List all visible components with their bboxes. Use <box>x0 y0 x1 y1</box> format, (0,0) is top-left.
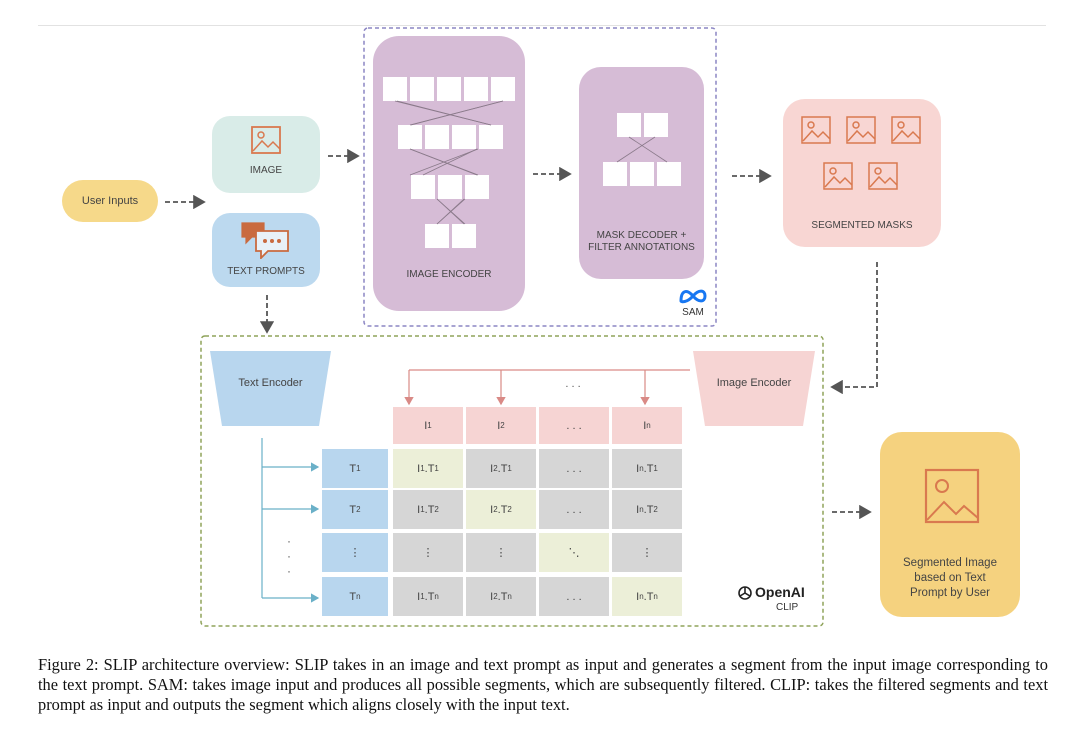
text-embedding-cell: ⋮ <box>322 533 388 572</box>
mask-image-icon <box>891 116 921 144</box>
segmented-masks-label: SEGMENTED MASKS <box>811 220 913 231</box>
image-icon <box>251 126 281 154</box>
similarity-cell: ⋮ <box>612 533 682 572</box>
clip-text-encoder-label: Text Encoder <box>238 377 303 389</box>
sam-boundary <box>363 27 717 327</box>
sam-image-encoder-label: IMAGE ENCODER <box>406 269 492 280</box>
image-input-card: IMAGE <box>212 116 320 193</box>
mask-image-icon <box>846 116 876 144</box>
similarity-cell: . . . <box>539 449 609 488</box>
clip-image-encoder-shape <box>693 351 815 426</box>
output-label-3: Prompt by User <box>910 587 990 599</box>
text-prompts-label: TEXT PROMPTS <box>227 266 305 277</box>
segmented-masks-card: SEGMENTED MASKS <box>783 99 941 247</box>
similarity-cell: ⋱ <box>539 533 609 572</box>
output-segmented-image-card: Segmented Image based on Text Prompt by … <box>880 432 1020 617</box>
text-encoder-feed <box>261 438 320 603</box>
user-inputs-pill: User Inputs <box>62 180 158 222</box>
decoder-cell <box>657 162 681 186</box>
clip-label: CLIP <box>776 602 799 613</box>
openai-logo-icon <box>738 586 752 600</box>
image-embedding-header: . . . <box>539 407 609 444</box>
similarity-cell: ⋮ <box>393 533 463 572</box>
mask-decoder-label-2: FILTER ANNOTATIONS <box>588 242 695 253</box>
clip-image-encoder-label: Image Encoder <box>716 377 792 389</box>
mask-decoder-label-1: MASK DECODER + <box>596 230 687 241</box>
output-image-icon <box>924 468 980 524</box>
sam-mask-decoder: MASK DECODER + FILTER ANNOTATIONS <box>579 67 704 279</box>
meta-logo-icon <box>679 289 707 304</box>
svg-text:·: · <box>287 564 291 578</box>
top-rule <box>38 25 1046 26</box>
similarity-cell: . . . <box>539 577 609 616</box>
decoder-cell <box>630 162 654 186</box>
clip-boundary <box>200 335 824 627</box>
sam-label: SAM <box>682 307 704 318</box>
text-encoder-vertical-dots: · <box>287 534 291 548</box>
image-encoder-feed <box>404 369 690 406</box>
similarity-cell: ⋮ <box>466 533 536 572</box>
user-inputs-label: User Inputs <box>81 195 139 207</box>
decoder-cell <box>644 113 668 137</box>
output-label-1: Segmented Image <box>903 557 997 569</box>
output-label-2: based on Text <box>914 572 986 584</box>
chat-bubbles-icon <box>241 222 289 259</box>
arrow-masks-to-clip <box>830 262 878 395</box>
text-prompts-card: TEXT PROMPTS <box>212 213 320 287</box>
mask-image-icons <box>801 116 921 190</box>
mask-image-icon <box>823 162 853 190</box>
mask-image-icon <box>801 116 831 144</box>
similarity-cell: . . . <box>539 490 609 529</box>
openai-brand: OpenAI <box>755 584 805 600</box>
image-feed-dots: . . . <box>565 378 581 390</box>
decoder-cell <box>617 113 641 137</box>
svg-text:·: · <box>287 549 291 563</box>
decoder-cell <box>603 162 627 186</box>
image-card-label: IMAGE <box>249 165 283 176</box>
figure-caption: Figure 2: SLIP architecture overview: SL… <box>38 655 1048 714</box>
mask-image-icon <box>868 162 898 190</box>
clip-text-encoder-shape <box>210 351 331 426</box>
